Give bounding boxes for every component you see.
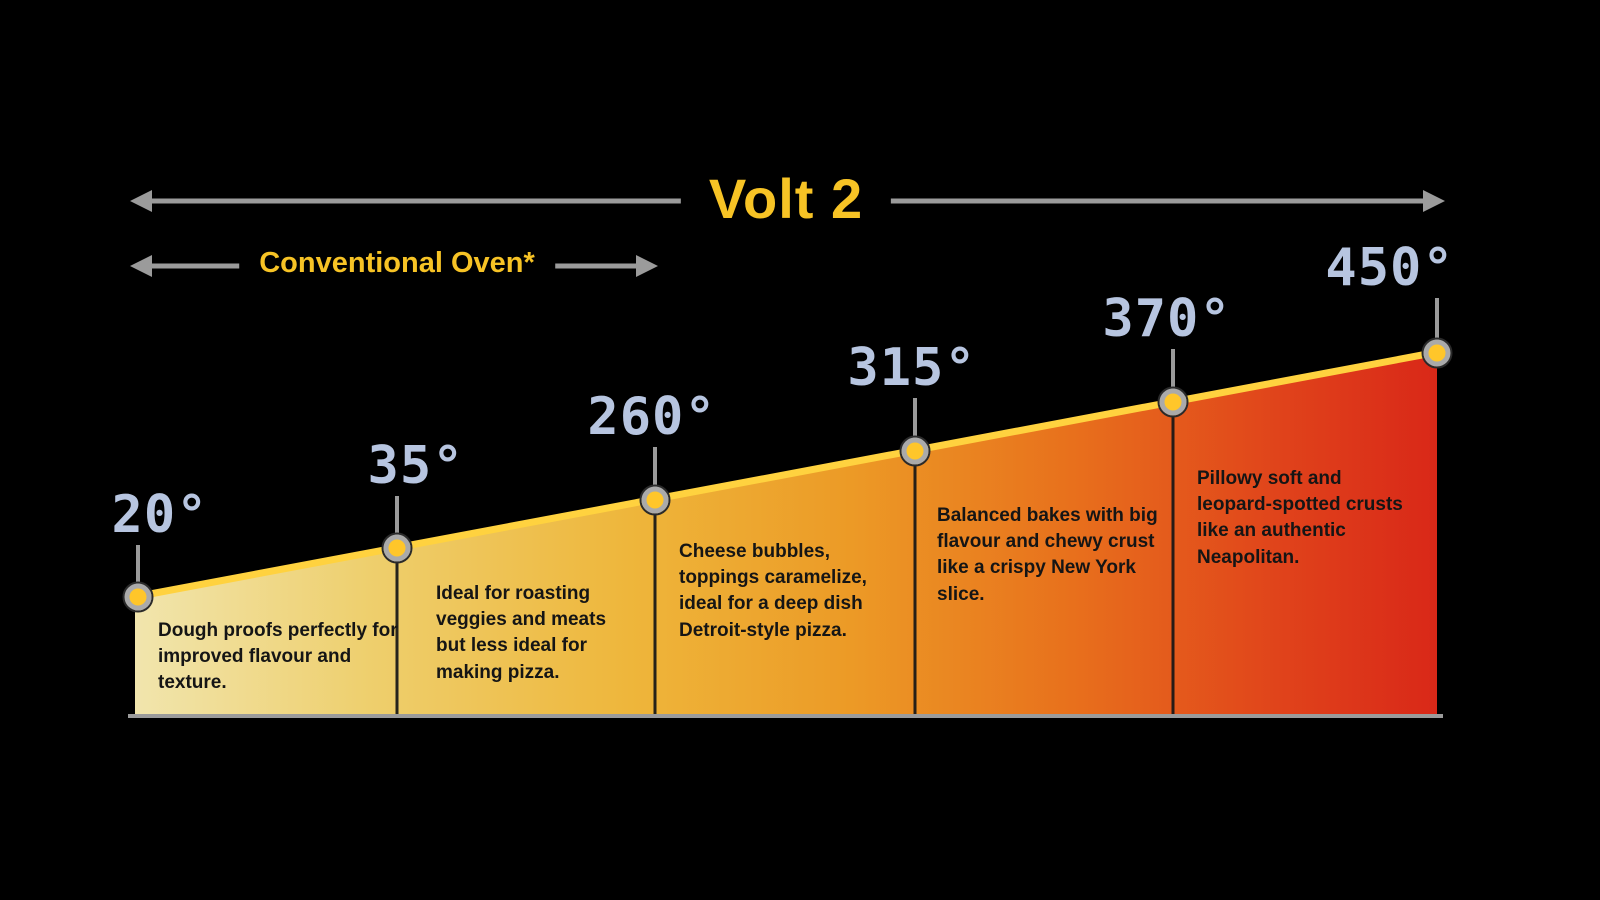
temp-marker-dot — [1157, 386, 1189, 418]
segment-description-neapolitan: Pillowy soft and leopard-spotted crusts … — [1197, 468, 1403, 568]
temp-label-450: 450° — [1325, 238, 1455, 298]
temp-marker-dot — [122, 581, 154, 613]
segment-description-roasting: Ideal for roasting veggies and meats but… — [436, 583, 607, 683]
temp-marker-dot — [639, 484, 671, 516]
segment-description-proofing: Dough proofs perfectly for improved flav… — [158, 620, 398, 694]
temp-label-35: 35° — [367, 436, 465, 496]
temp-label-20: 20° — [111, 485, 209, 545]
segment-description-detroit: Cheese bubbles, toppings caramelize, ide… — [679, 541, 867, 641]
temp-marker-dot — [381, 532, 413, 564]
wedge-top-highlight — [130, 348, 1442, 601]
volt2-title: Volt 2 — [680, 166, 892, 231]
temp-marker-dot — [899, 435, 931, 467]
temp-marker-dots — [122, 337, 1453, 613]
temperature-wedge — [135, 353, 1437, 716]
segment-dividers — [395, 404, 1175, 714]
temp-label-315: 315° — [847, 338, 977, 398]
conventional-oven-label: Conventional Oven* — [239, 247, 555, 280]
temp-marker-dot — [1421, 337, 1453, 369]
segment-description-new-york: Balanced bakes with big flavour and chew… — [937, 505, 1158, 605]
temp-label-260: 260° — [587, 387, 717, 447]
temp-label-370: 370° — [1102, 289, 1232, 349]
